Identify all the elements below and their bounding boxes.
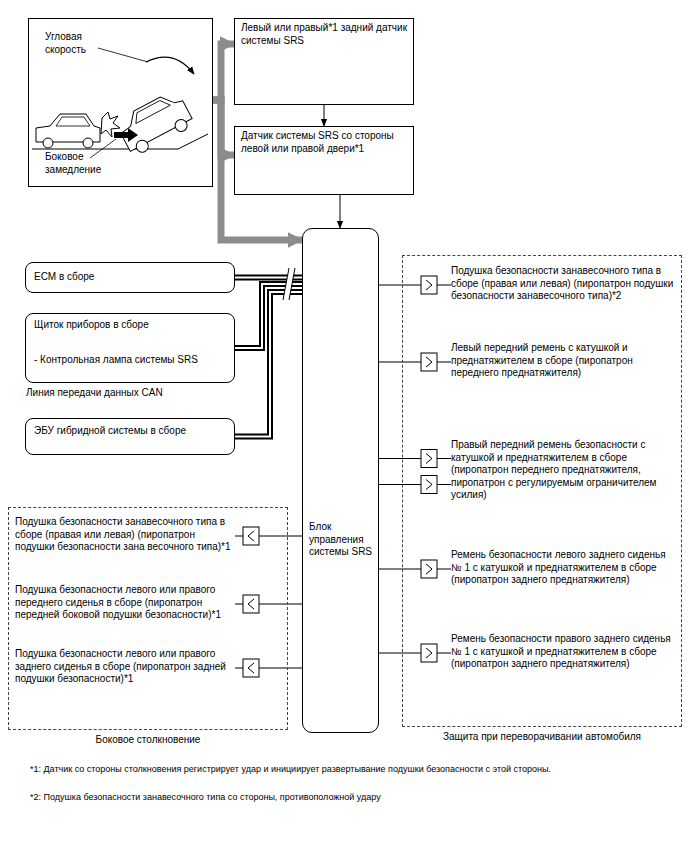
connector: [340, 195, 341, 228]
squib-chevron: [426, 280, 432, 290]
node-text: Ремень безопасности правого заднего сиде…: [451, 633, 675, 671]
node-text: Подушка безопасности левого или правого …: [15, 584, 235, 622]
squib-chevron: [426, 480, 432, 490]
can-bus-core: [235, 292, 302, 437]
node-text: Датчик системы SRS со стороны левой или …: [241, 130, 407, 155]
node-text: Боковое замедление: [45, 151, 127, 176]
squib-chevron: [426, 357, 432, 367]
squib-symbol: [421, 450, 437, 468]
squib-chevron: [248, 599, 254, 609]
node-text: Левый или правый*1 задний датчик системы…: [241, 22, 407, 47]
connector: [379, 560, 451, 578]
squib-symbol: [421, 476, 437, 494]
component-box: Левый или правый*1 задний датчик системы…: [234, 18, 414, 105]
squib-chevron: [248, 531, 254, 541]
component-entry: Ремень безопасности левого заднего сиден…: [451, 549, 675, 589]
node-text: Щиток приборов в сборе: [34, 319, 226, 332]
node-text: ЭБУ гибридной системы в сборе: [34, 425, 226, 438]
footnote: *2: Подушка безопасности занавесочного т…: [30, 792, 682, 803]
node-text: - Контрольная лампа системы SRS: [34, 354, 226, 367]
squib-wire: [379, 362, 451, 363]
squib-wire: [379, 285, 451, 286]
component-entry: Подушка безопасности занавесочного типа …: [451, 265, 675, 305]
connector: [324, 105, 325, 126]
squib-symbol: [421, 560, 437, 578]
component-box: Блок управления системы SRS: [302, 228, 379, 733]
squib-symbol: [243, 527, 259, 545]
connector: [379, 644, 451, 662]
component-entry: Угловая скоростьБоковое замедление: [28, 18, 213, 187]
label-slot: Линия передачи данных CAN: [26, 387, 241, 400]
component-box: Датчик системы SRS со стороны левой или …: [234, 126, 414, 195]
group-label: Защита при переворачивании автомобиля: [403, 731, 681, 744]
node-text: Левый передний ремень с катушкой и предн…: [451, 342, 675, 380]
squib-symbol: [421, 644, 437, 662]
node-text: Подушка безопасности занавесочного типа …: [451, 265, 675, 303]
bus-label: Линия передачи данных CAN: [26, 387, 241, 400]
node-text: ЕСМ в сборе: [34, 271, 226, 284]
component-entry: Левый передний ремень с катушкой и предн…: [451, 342, 675, 382]
component-box: ЕСМ в сборе: [25, 262, 235, 293]
squib-chevron: [248, 663, 254, 673]
can-bus-line: [235, 292, 302, 437]
squib-symbol: [421, 353, 437, 371]
connector: [379, 476, 451, 494]
signal-arrow: [324, 105, 325, 126]
component-entry: Ремень безопасности правого заднего сиде…: [451, 633, 675, 673]
squib-wire: [379, 484, 451, 485]
component-entry: Подушка безопасности занавесочного типа …: [15, 516, 235, 556]
group-region: Боковое столкновениеПодушка безопасности…: [8, 507, 288, 730]
connector: [379, 450, 451, 468]
squib-chevron: [426, 564, 432, 574]
squib-wire: [379, 653, 451, 654]
connector: [379, 276, 451, 294]
node-text: Ремень безопасности левого заднего сиден…: [451, 549, 675, 587]
group-region: Защита при переворачивании автомобиляПод…: [402, 255, 682, 727]
squib-symbol: [243, 595, 259, 613]
impact-arrow: [213, 44, 234, 100]
squib-wire: [379, 458, 451, 459]
squib-chevron: [426, 648, 432, 658]
component-box: Щиток приборов в сборе - Контрольная ламп…: [25, 313, 235, 383]
label-slot: *2: Подушка безопасности занавесочного т…: [30, 792, 682, 803]
squib-wire: [379, 569, 451, 570]
node-text: Подушка безопасности левого или правого …: [15, 648, 235, 686]
squib-symbol: [421, 276, 437, 294]
label-slot: *1: Датчик со стороны столкновения регис…: [30, 764, 682, 775]
component-box: ЭБУ гибридной системы в сборе: [25, 418, 235, 455]
connector: [235, 659, 302, 677]
component-entry: Правый передний ремень безопасности с ка…: [451, 439, 675, 504]
squib-chevron: [426, 454, 432, 464]
node-text: Правый передний ремень безопасности с ка…: [451, 439, 675, 502]
connector: [379, 353, 451, 371]
connector: [213, 44, 234, 100]
node-text: Угловая скорость: [45, 31, 117, 56]
connector: [235, 595, 302, 613]
footnote: *1: Датчик со стороны столкновения регис…: [30, 764, 682, 775]
connector: [235, 292, 302, 437]
connector: [235, 527, 302, 545]
group-label: Боковое столкновение: [9, 734, 287, 747]
component-entry: Подушка безопасности левого или правого …: [15, 584, 235, 624]
squib-symbol: [243, 659, 259, 677]
signal-arrow: [340, 195, 341, 228]
node-text: Подушка безопасности занавесочного типа …: [15, 516, 235, 554]
component-entry: Подушка безопасности левого или правого …: [15, 648, 235, 688]
node-text: Блок управления системы SRS: [309, 521, 375, 559]
